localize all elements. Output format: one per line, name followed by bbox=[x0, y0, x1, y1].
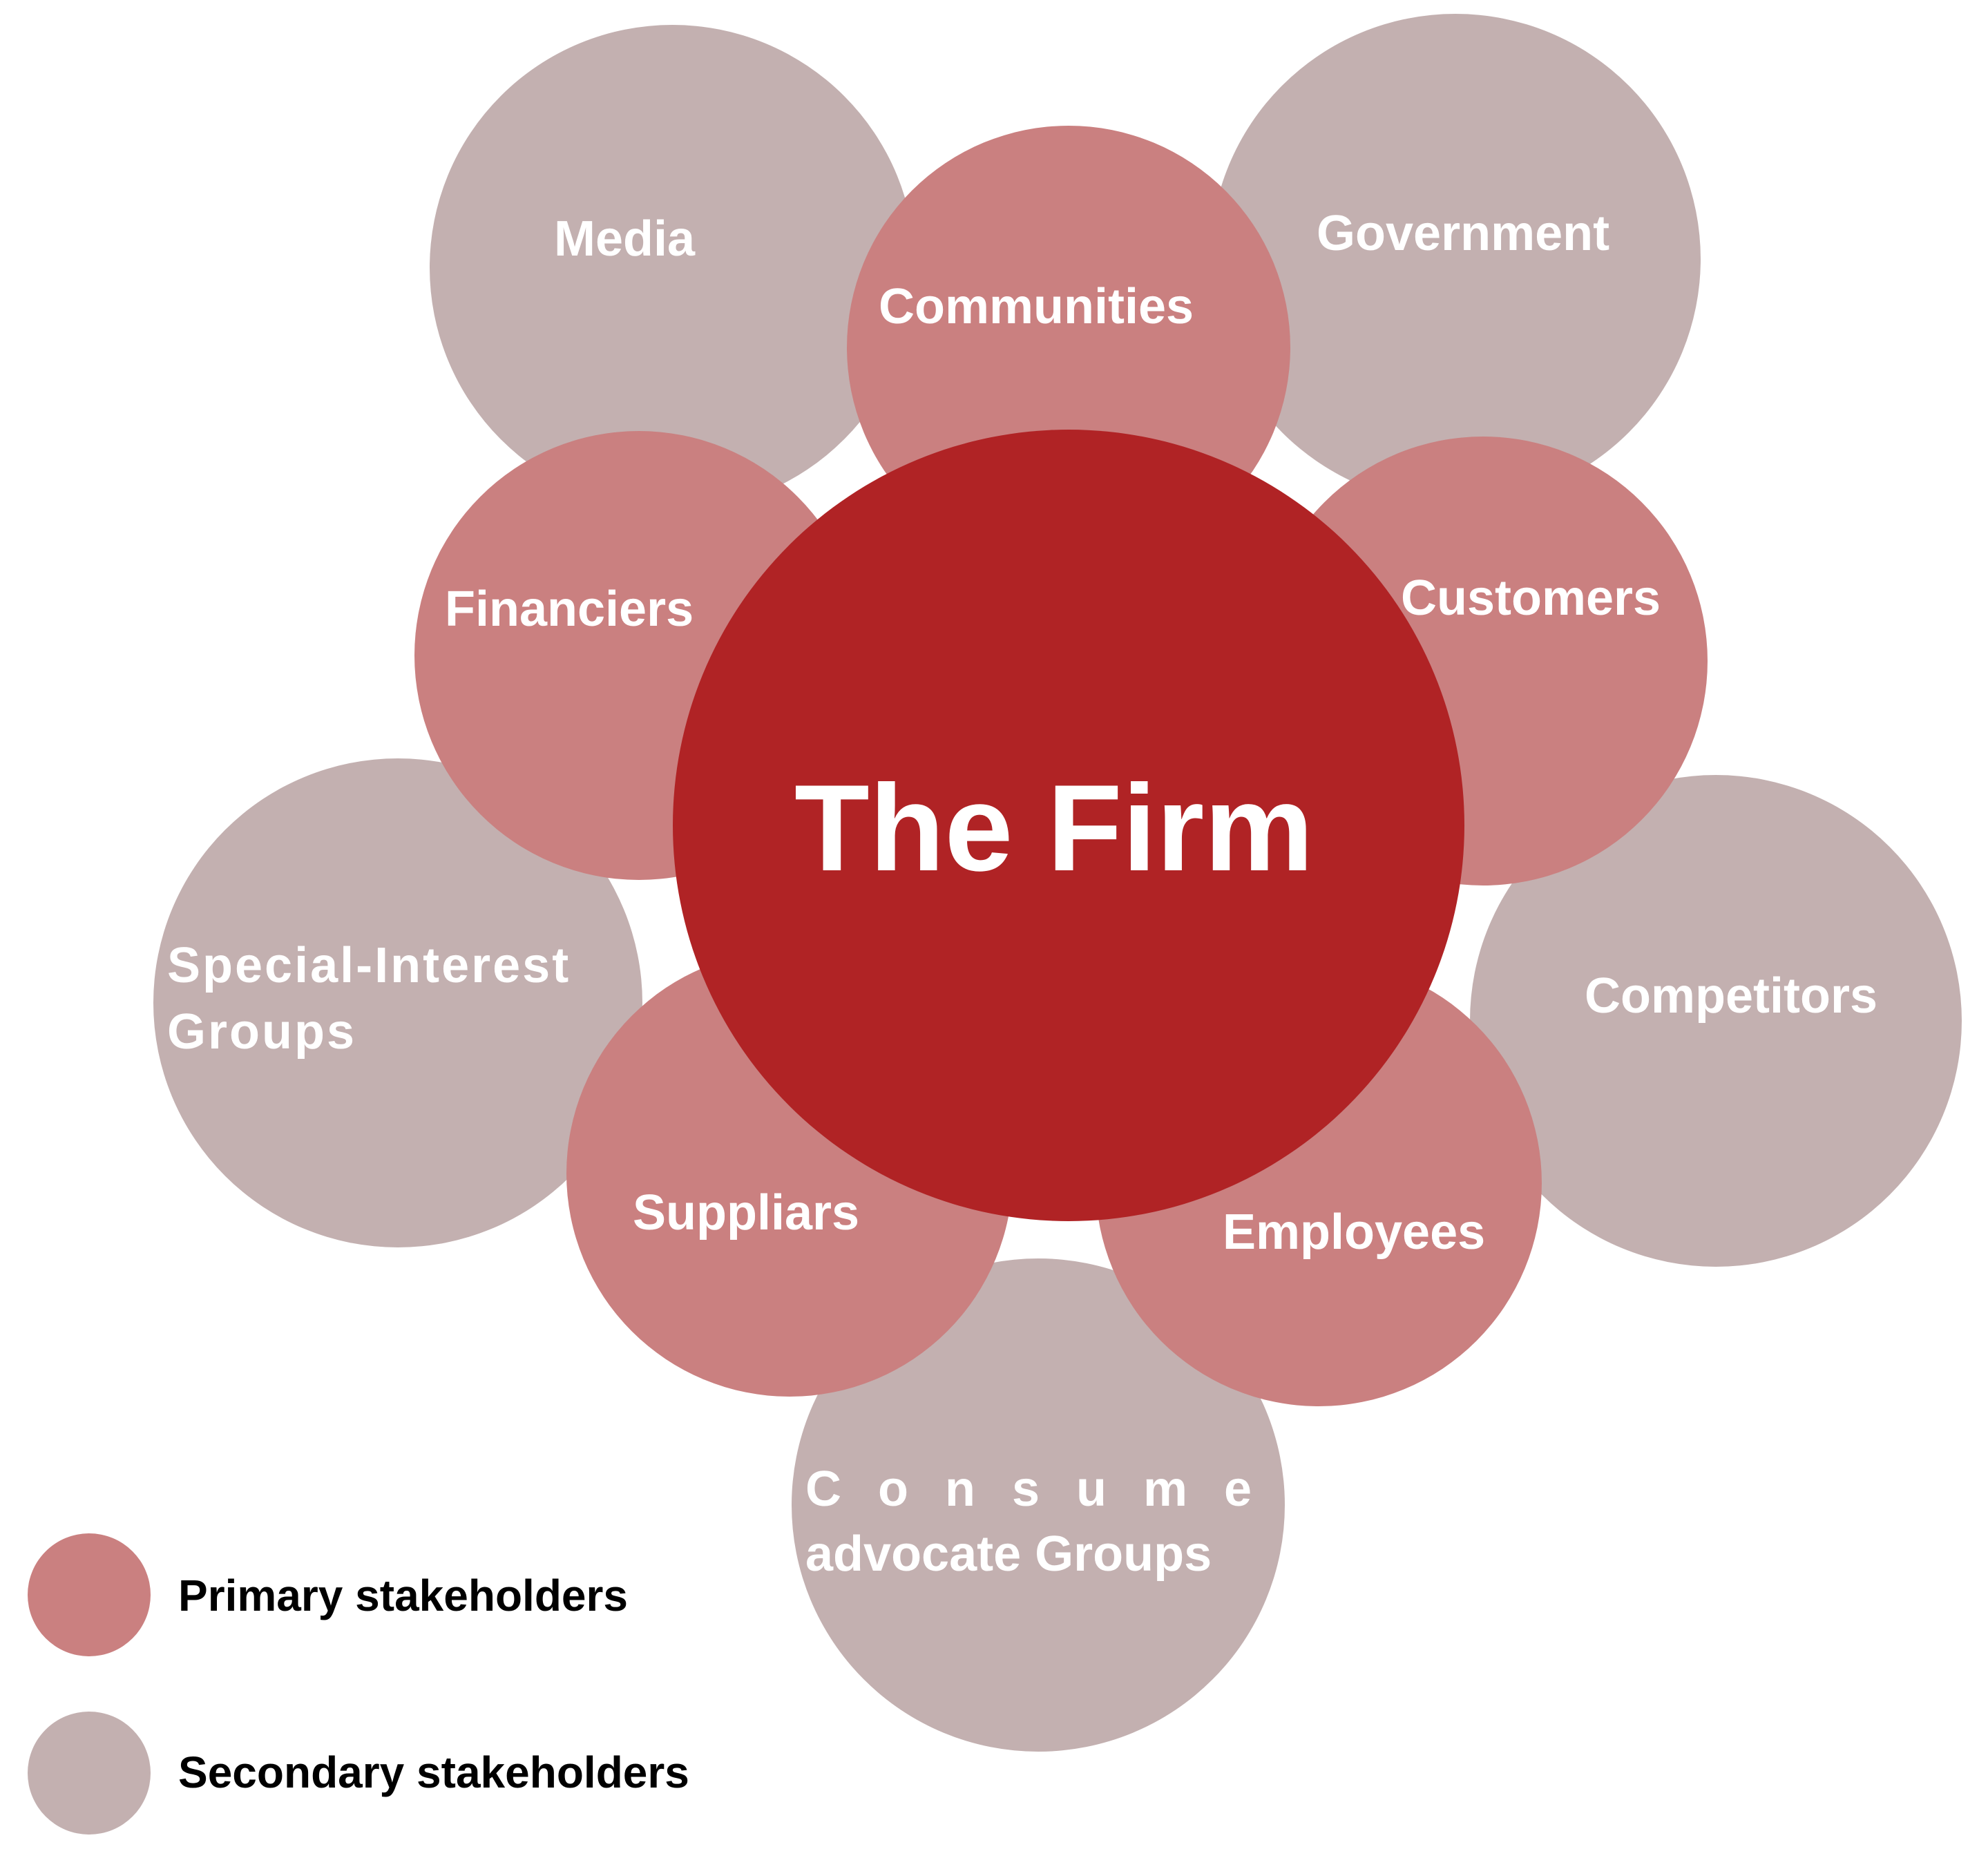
suppliars-label: Suppliars bbox=[633, 1185, 860, 1241]
special-interest-groups-label-line-2: Groups bbox=[167, 1004, 357, 1060]
government-label: Government bbox=[1317, 206, 1610, 261]
media-label: Media bbox=[554, 211, 696, 267]
competitors-label: Competitors bbox=[1585, 968, 1878, 1024]
consumer-advocate-groups-label-line-2: advocate Groups bbox=[805, 1526, 1212, 1582]
primary-stakeholders-legend-swatch bbox=[28, 1533, 151, 1656]
employees-label: Employees bbox=[1223, 1205, 1486, 1260]
government-circle bbox=[1210, 14, 1701, 504]
the-firm-circle bbox=[673, 430, 1464, 1221]
primary-stakeholders-legend-label: Primary stakeholders bbox=[178, 1571, 628, 1620]
secondary-stakeholders-legend-label: Secondary stakeholders bbox=[178, 1747, 689, 1797]
the-firm-label: The Firm bbox=[794, 759, 1314, 897]
communities-label: Communities bbox=[879, 279, 1194, 334]
customers-label: Customers bbox=[1401, 571, 1661, 626]
consumer-advocate-groups-label-line-1: Consumer bbox=[805, 1462, 1345, 1517]
special-interest-groups-label-line-1: Special-Interest bbox=[167, 938, 571, 993]
media-circle bbox=[430, 25, 915, 510]
secondary-stakeholders-legend-swatch bbox=[28, 1712, 151, 1835]
financiers-label: Financiers bbox=[445, 582, 694, 637]
